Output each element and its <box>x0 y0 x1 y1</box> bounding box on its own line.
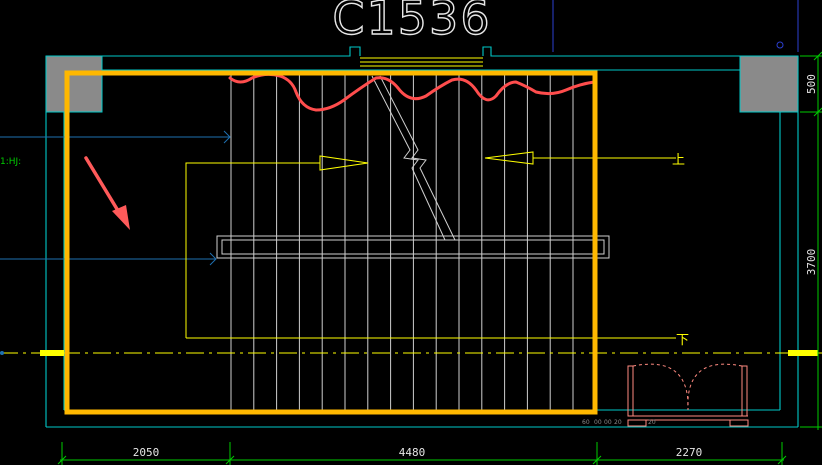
dimension-label: 2050 <box>133 446 160 459</box>
frame-dot <box>776 41 784 49</box>
small-mark: 20 <box>614 419 622 426</box>
drawing-title: C1536 <box>332 0 491 45</box>
pointer-arrow <box>84 156 130 230</box>
walls <box>45 46 799 428</box>
double-door <box>627 363 749 427</box>
highlight-box <box>64 70 598 415</box>
dimension-label: 3700 <box>805 249 818 276</box>
top-window <box>360 57 483 67</box>
axis-end-dot <box>0 351 4 355</box>
scribble-markup <box>228 72 596 112</box>
dimension-label: 2270 <box>676 446 703 459</box>
up-label: 上 <box>672 153 685 168</box>
column <box>739 55 799 113</box>
small-mark: 20 <box>648 419 656 426</box>
small-mark: 00 <box>604 419 612 426</box>
break-line <box>371 75 456 241</box>
column <box>45 55 103 113</box>
small-mark: 60 <box>582 419 590 426</box>
axis-end-marker <box>40 350 64 356</box>
direction-annotations <box>185 151 676 339</box>
stair-treads <box>230 74 597 410</box>
edge-label: 1:HJ: <box>0 157 21 167</box>
handrail <box>216 235 610 259</box>
dimension-chain-right <box>800 51 822 430</box>
dimension-label: 4480 <box>399 446 426 459</box>
dimension-chain-bottom <box>57 442 787 465</box>
axis-end-marker <box>788 350 818 356</box>
small-mark: 00 <box>594 419 602 426</box>
dimension-label: 500 <box>805 74 818 94</box>
down-label: 下 <box>676 333 689 348</box>
axis-arrows <box>0 130 231 266</box>
